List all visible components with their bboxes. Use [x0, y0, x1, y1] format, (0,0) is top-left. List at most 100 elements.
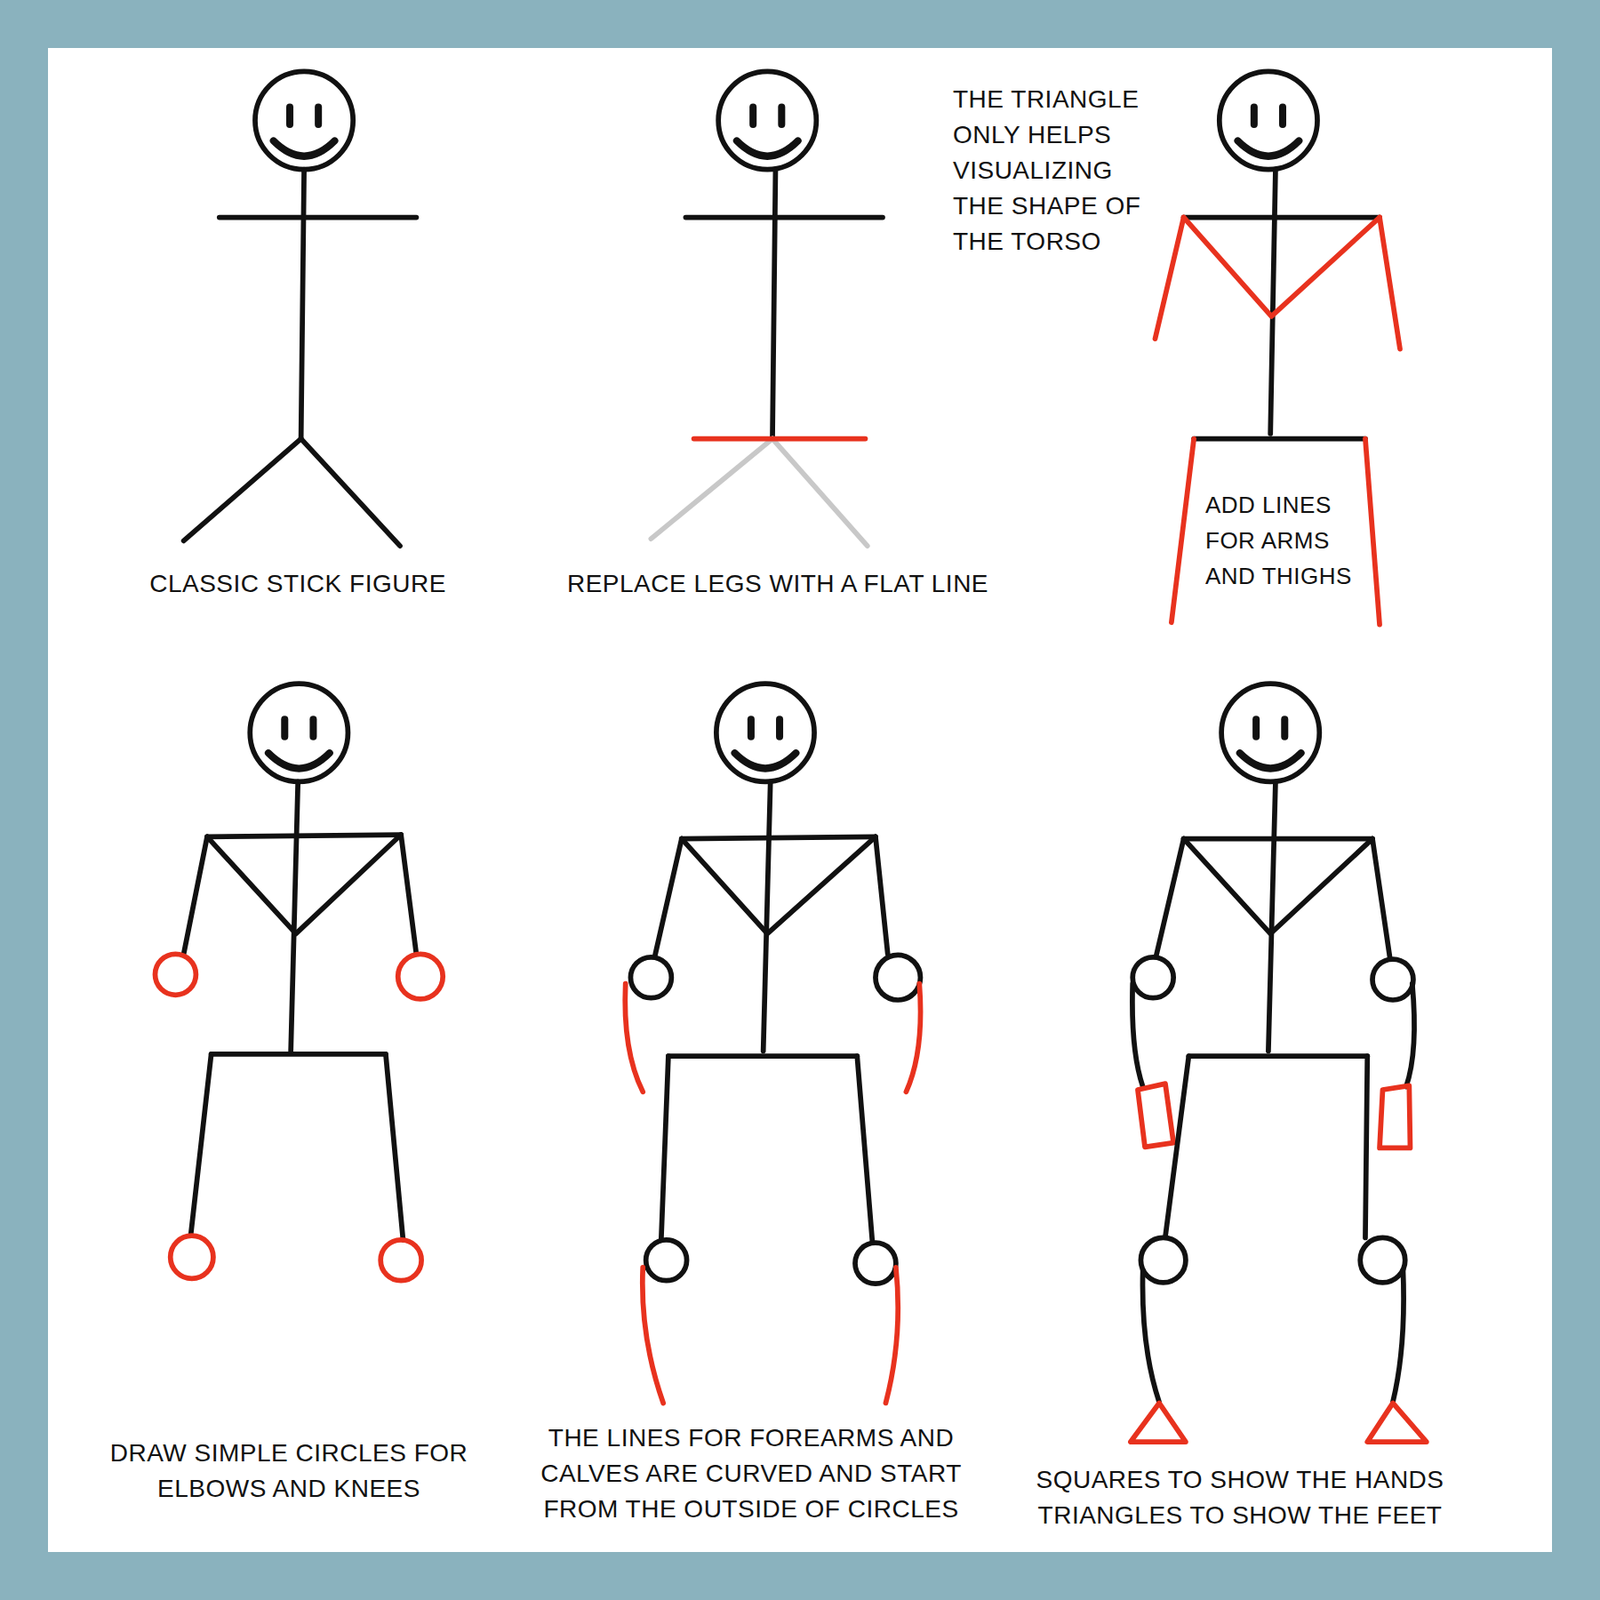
- classic-stick-figure-stroke: [219, 215, 417, 221]
- limbs-figure-stroke: [776, 719, 784, 737]
- limbs-figure-stroke: [905, 984, 920, 1093]
- torso-figure-stroke: [1365, 439, 1380, 625]
- hands-feet-figure-stroke: [1372, 839, 1391, 958]
- torso-figure: [1154, 71, 1400, 624]
- torso-figure-stroke: [1193, 436, 1366, 442]
- limbs-figure-stroke: [661, 1056, 669, 1239]
- limbs-figure-stroke: [646, 1240, 688, 1281]
- hands-feet-figure-stroke: [1360, 1237, 1406, 1283]
- limbs-figure-stroke: [630, 957, 672, 999]
- joints-figure-stroke: [184, 836, 208, 954]
- hands-feet-figure-stroke: [1252, 719, 1260, 737]
- joints-figure-stroke: [191, 1054, 212, 1235]
- classic-stick-figure: [184, 71, 417, 546]
- limbs-figure-stroke: [855, 1242, 896, 1284]
- torso-figure-stroke: [1184, 215, 1380, 221]
- limbs-figure-stroke: [735, 752, 797, 768]
- classic-stick-figure-stroke: [184, 439, 302, 542]
- hands-feet-figure-stroke: [1165, 1056, 1189, 1237]
- hands-feet-figure-stroke: [1406, 984, 1415, 1088]
- classic-stick-figure-stroke: [273, 140, 336, 156]
- torso-figure-stroke: [1379, 217, 1400, 350]
- hands-feet-figure-stroke: [1372, 959, 1414, 1000]
- hands-feet-figure-stroke: [1379, 1085, 1410, 1148]
- instruction-note: ADD LINES FOR ARMS AND THIGHS: [1205, 487, 1373, 594]
- classic-stick-figure-stroke: [255, 71, 353, 169]
- hands-feet-figure-stroke: [1137, 1083, 1174, 1147]
- joints-figure-stroke: [268, 752, 330, 768]
- torso-figure-stroke: [1184, 217, 1380, 317]
- flat-line-figure-stroke: [772, 169, 776, 440]
- torso-figure-stroke: [1154, 217, 1184, 340]
- classic-stick-figure-stroke: [314, 107, 322, 126]
- limbs-figure-stroke: [856, 1056, 872, 1243]
- instruction-note: CLASSIC STICK FIGURE: [106, 566, 489, 602]
- joints-figure-stroke: [385, 1054, 404, 1240]
- flat-line-figure-stroke: [749, 107, 757, 126]
- joints-figure-stroke: [280, 719, 288, 737]
- hands-feet-figure-stroke: [1392, 1270, 1404, 1402]
- limbs-figure-stroke: [668, 1053, 857, 1059]
- hands-feet-figure-stroke: [1130, 1402, 1186, 1442]
- flat-line-figure-stroke: [694, 436, 866, 442]
- limbs-figure-stroke: [681, 836, 876, 934]
- flat-line-figure-stroke: [772, 439, 868, 547]
- joints-figure-stroke: [170, 1235, 214, 1279]
- instruction-note: DRAW SIMPLE CIRCLES FOR ELBOWS AND KNEES: [93, 1435, 485, 1507]
- torso-figure-stroke: [1270, 169, 1276, 434]
- joints-figure-stroke: [154, 953, 196, 995]
- hands-feet-figure-stroke: [1132, 984, 1144, 1088]
- flat-line-figure-stroke: [685, 215, 883, 221]
- torso-figure-stroke: [1237, 140, 1299, 156]
- hands-feet-figure-stroke: [1184, 836, 1373, 842]
- joints-figure-stroke: [309, 719, 317, 737]
- hands-feet-figure-stroke: [1142, 1270, 1160, 1402]
- joints-figure-stroke: [207, 834, 401, 837]
- limbs-figure-stroke: [716, 683, 815, 782]
- instruction-note: SQUARES TO SHOW THE HANDS TRIANGLES TO S…: [1013, 1462, 1467, 1534]
- hands-feet-figure-stroke: [1240, 752, 1302, 768]
- hands-feet-figure-stroke: [1221, 683, 1320, 782]
- hands-feet-figure-stroke: [1365, 1056, 1368, 1238]
- joints-figure-stroke: [380, 1240, 422, 1281]
- hands-feet-figure-stroke: [1156, 839, 1184, 957]
- limbs-figure-stroke: [763, 781, 771, 1051]
- instruction-note: REPLACE LEGS WITH A FLAT LINE: [515, 566, 1040, 602]
- instruction-note: THE LINES FOR FOREARMS AND CALVES ARE CU…: [515, 1420, 987, 1528]
- hands-feet-figure-stroke: [1184, 839, 1373, 935]
- joints-figure-stroke: [290, 781, 298, 1051]
- torso-figure-stroke: [1279, 107, 1287, 126]
- flat-line-figure-stroke: [650, 439, 773, 540]
- flat-line-figure-stroke: [736, 140, 799, 156]
- joints-figure-stroke: [249, 683, 348, 782]
- hands-feet-figure: [1130, 683, 1427, 1442]
- joints-figure-stroke: [207, 834, 401, 934]
- classic-stick-figure-stroke: [286, 107, 294, 126]
- torso-figure-stroke: [1219, 71, 1318, 169]
- flat-line-figure-stroke: [777, 107, 785, 126]
- limbs-figure-stroke: [747, 719, 755, 737]
- classic-stick-figure-stroke: [301, 169, 304, 440]
- hands-feet-figure-stroke: [1268, 781, 1276, 1051]
- joints-figure: [154, 683, 443, 1281]
- hands-feet-figure-stroke: [1280, 719, 1288, 737]
- limbs-figure-stroke: [681, 836, 876, 839]
- limbs-figure-stroke: [875, 954, 921, 1000]
- limbs-figure: [624, 683, 920, 1403]
- limbs-figure-stroke: [875, 836, 888, 954]
- joints-figure-stroke: [400, 834, 416, 954]
- hands-feet-figure-stroke: [1132, 957, 1174, 999]
- torso-figure-stroke: [1250, 107, 1258, 126]
- limbs-figure-stroke: [885, 1267, 898, 1404]
- joints-figure-stroke: [211, 1051, 386, 1057]
- joints-figure-stroke: [398, 953, 444, 1000]
- hands-feet-figure-stroke: [1367, 1402, 1427, 1442]
- instruction-note: THE TRIANGLE ONLY HELPS VISUALIZING THE …: [952, 81, 1171, 260]
- flat-line-figure: [650, 71, 883, 546]
- hands-feet-figure-stroke: [1140, 1237, 1186, 1283]
- torso-figure-stroke: [1171, 439, 1194, 624]
- classic-stick-figure-stroke: [301, 439, 400, 547]
- limbs-figure-stroke: [655, 839, 682, 956]
- flat-line-figure-stroke: [718, 71, 816, 169]
